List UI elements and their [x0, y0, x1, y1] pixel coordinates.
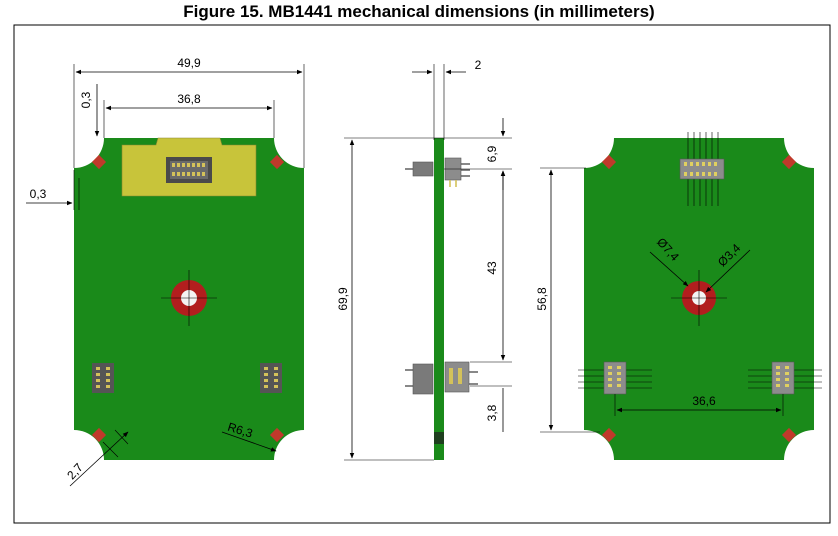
dim-connector-spacing: 43: [485, 261, 499, 275]
corner-pad-top-left-b: [601, 154, 617, 170]
dim-top-connector-offset: 6,9: [485, 145, 499, 162]
dim-offset-left: 0,3: [30, 187, 47, 201]
bottom-right-header: [748, 361, 822, 395]
top-view: 49,9 36,8 0,3 0,3 2,7 R6,3: [26, 56, 305, 487]
side-connector-right: [260, 363, 282, 393]
dim-bottom-height: 56,8: [535, 287, 549, 311]
dim-board-width: 49,9: [177, 56, 201, 70]
side-connector-left: [92, 363, 114, 393]
mounting-hole-top: [161, 270, 217, 326]
dim-top-inner-width: 36,8: [177, 92, 201, 106]
corner-pad-bottom-left-b: [601, 427, 617, 443]
dim-bottom-connector-spacing: 36,6: [692, 394, 716, 408]
side-bottom-header: [405, 361, 478, 395]
dim-bottom-connector-offset: 3,8: [485, 404, 499, 421]
dim-board-height: 69,9: [336, 287, 350, 311]
corner-pad-top-right-b: [781, 154, 797, 170]
figure-frame: [13, 24, 831, 524]
bottom-view: Ø7,4 Ø3,4 56,8 36,6: [535, 132, 822, 460]
dim-corner-cut: 2,7: [64, 460, 86, 482]
corner-pad-bottom-right-b: [781, 427, 797, 443]
bottom-top-header: [679, 132, 725, 206]
bottom-left-header: [578, 361, 652, 395]
figure-title: Figure 15. MB1441 mechanical dimensions …: [183, 2, 655, 21]
corner-pad-bottom-left: [91, 427, 107, 443]
dim-pcb-thickness: 2: [475, 58, 482, 72]
side-view: 2 69,9 6,9 43 3,8: [336, 58, 512, 461]
corner-pad-top-right: [269, 154, 285, 170]
mounting-hole-bottom: [649, 249, 751, 326]
pcb-board-side: [434, 138, 444, 460]
dim-offset-top: 0,3: [79, 91, 93, 108]
top-header-connector: [166, 157, 212, 183]
corner-pad-bottom-right: [269, 427, 285, 443]
